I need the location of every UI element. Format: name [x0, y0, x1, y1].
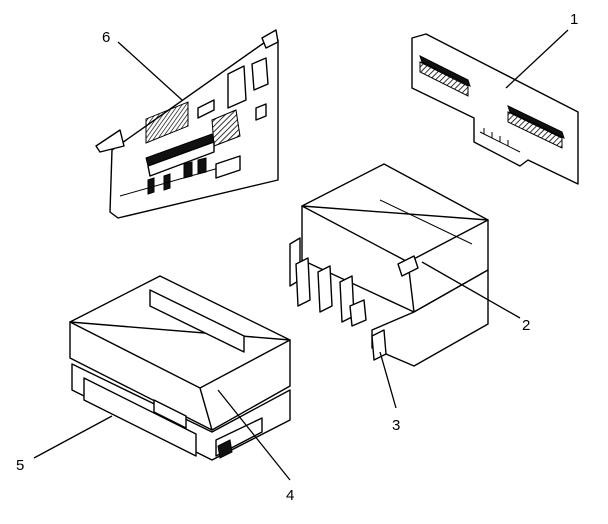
callout-2: 2 — [522, 317, 530, 334]
leader-4 — [217, 389, 291, 481]
leader-3 — [379, 351, 397, 409]
callout-5: 5 — [16, 457, 24, 474]
backplane-board — [411, 33, 579, 185]
callout-4: 4 — [286, 487, 294, 504]
callout-1: 1 — [570, 11, 578, 28]
leader-1 — [505, 29, 569, 89]
leader-6 — [117, 41, 183, 101]
adapter-card — [95, 29, 279, 219]
leader-5 — [33, 415, 113, 459]
callout-6: 6 — [102, 29, 110, 46]
callout-3: 3 — [392, 417, 400, 434]
drive-cage-assembly — [289, 163, 489, 367]
hard-drive-assembly — [69, 275, 291, 461]
leader-2 — [421, 261, 521, 319]
